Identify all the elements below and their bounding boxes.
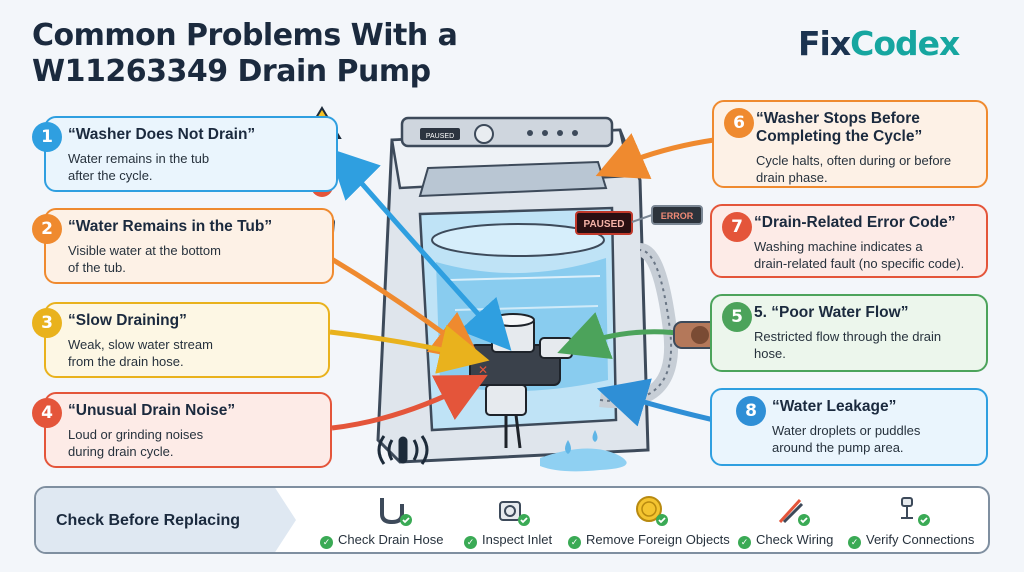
fixcodex-logo: FixCodex	[798, 24, 960, 63]
noise-icon	[377, 435, 429, 465]
svg-text:PAUSED: PAUSED	[584, 219, 625, 230]
arrow-3	[329, 324, 490, 374]
problem-card-2: 2 “Water Remains in the Tub” Visible wat…	[32, 208, 334, 284]
drain-hose-icon	[380, 498, 412, 526]
badge-4: 4	[32, 398, 62, 428]
problem-title-7: “Drain-Related Error Code”	[754, 214, 956, 231]
check-icon: ✓	[320, 536, 333, 549]
svg-text:✕: ✕	[478, 363, 488, 377]
check-icon: ✓	[848, 536, 861, 549]
problem-card-8: 8 “Water Leakage” Water droplets or pudd…	[710, 388, 988, 466]
check-item-drain-hose: ✓Check Drain Hose	[320, 532, 444, 549]
problem-title-3: “Slow Draining”	[68, 312, 187, 329]
arrow-8	[596, 378, 715, 427]
check-item-inspect-inlet: ✓Inspect Inlet	[464, 532, 552, 549]
problem-card-4: 4 “Unusual Drain Noise” Loud or grinding…	[32, 392, 332, 468]
check-item-connections: ✓Verify Connections	[848, 532, 974, 549]
title-line-2: W11263349 Drain Pump	[32, 54, 431, 89]
check-before-replacing-bar: Check Before Replacing ✓Check Drain Hose…	[34, 486, 990, 554]
badge-2: 2	[32, 214, 62, 244]
title-line-1: Common Problems With a	[32, 18, 458, 53]
problem-card-7: 7 “Drain-Related Error Code” Washing mac…	[710, 204, 988, 278]
problem-card-5: 5 5. “Poor Water Flow” Restricted flow t…	[710, 294, 988, 372]
svg-text:PAUSED: PAUSED	[426, 133, 454, 140]
check-item-foreign-objects: ✓Remove Foreign Objects	[568, 532, 730, 549]
problem-card-1: 1 “Washer Does Not Drain” Water remains …	[32, 116, 338, 192]
connections-icon	[901, 497, 930, 526]
badge-1: 1	[32, 122, 62, 152]
pump-inlet-icon	[499, 501, 530, 526]
problem-title-1: “Washer Does Not Drain”	[68, 126, 256, 143]
wiring-icon	[778, 498, 810, 526]
water-puddle	[540, 448, 627, 472]
problem-card-3: 3 “Slow Draining” Weak, slow water strea…	[32, 302, 330, 378]
coin-icon	[636, 496, 668, 526]
problem-title-5: 5. “Poor Water Flow”	[754, 304, 909, 321]
check-item-wiring: ✓Check Wiring	[738, 532, 833, 549]
problem-title-2: “Water Remains in the Tub”	[68, 218, 273, 235]
check-icon: ✓	[738, 536, 751, 549]
badge-3: 3	[32, 308, 62, 338]
arrow-4	[331, 374, 488, 431]
page-title: Common Problems With a W11263349 Drain P…	[32, 18, 552, 90]
badge-8: 8	[736, 396, 766, 426]
badge-5: 5	[722, 302, 752, 332]
checklist-heading: Check Before Replacing	[56, 512, 241, 529]
badge-6: 6	[724, 108, 754, 138]
check-icon: ✓	[464, 536, 477, 549]
arrow-6	[595, 133, 715, 179]
check-icon: ✓	[568, 536, 581, 549]
badge-7: 7	[722, 212, 752, 242]
problem-title-4: “Unusual Drain Noise”	[68, 402, 236, 419]
problem-title-8: “Water Leakage”	[772, 398, 897, 415]
svg-text:ERROR: ERROR	[661, 211, 694, 221]
